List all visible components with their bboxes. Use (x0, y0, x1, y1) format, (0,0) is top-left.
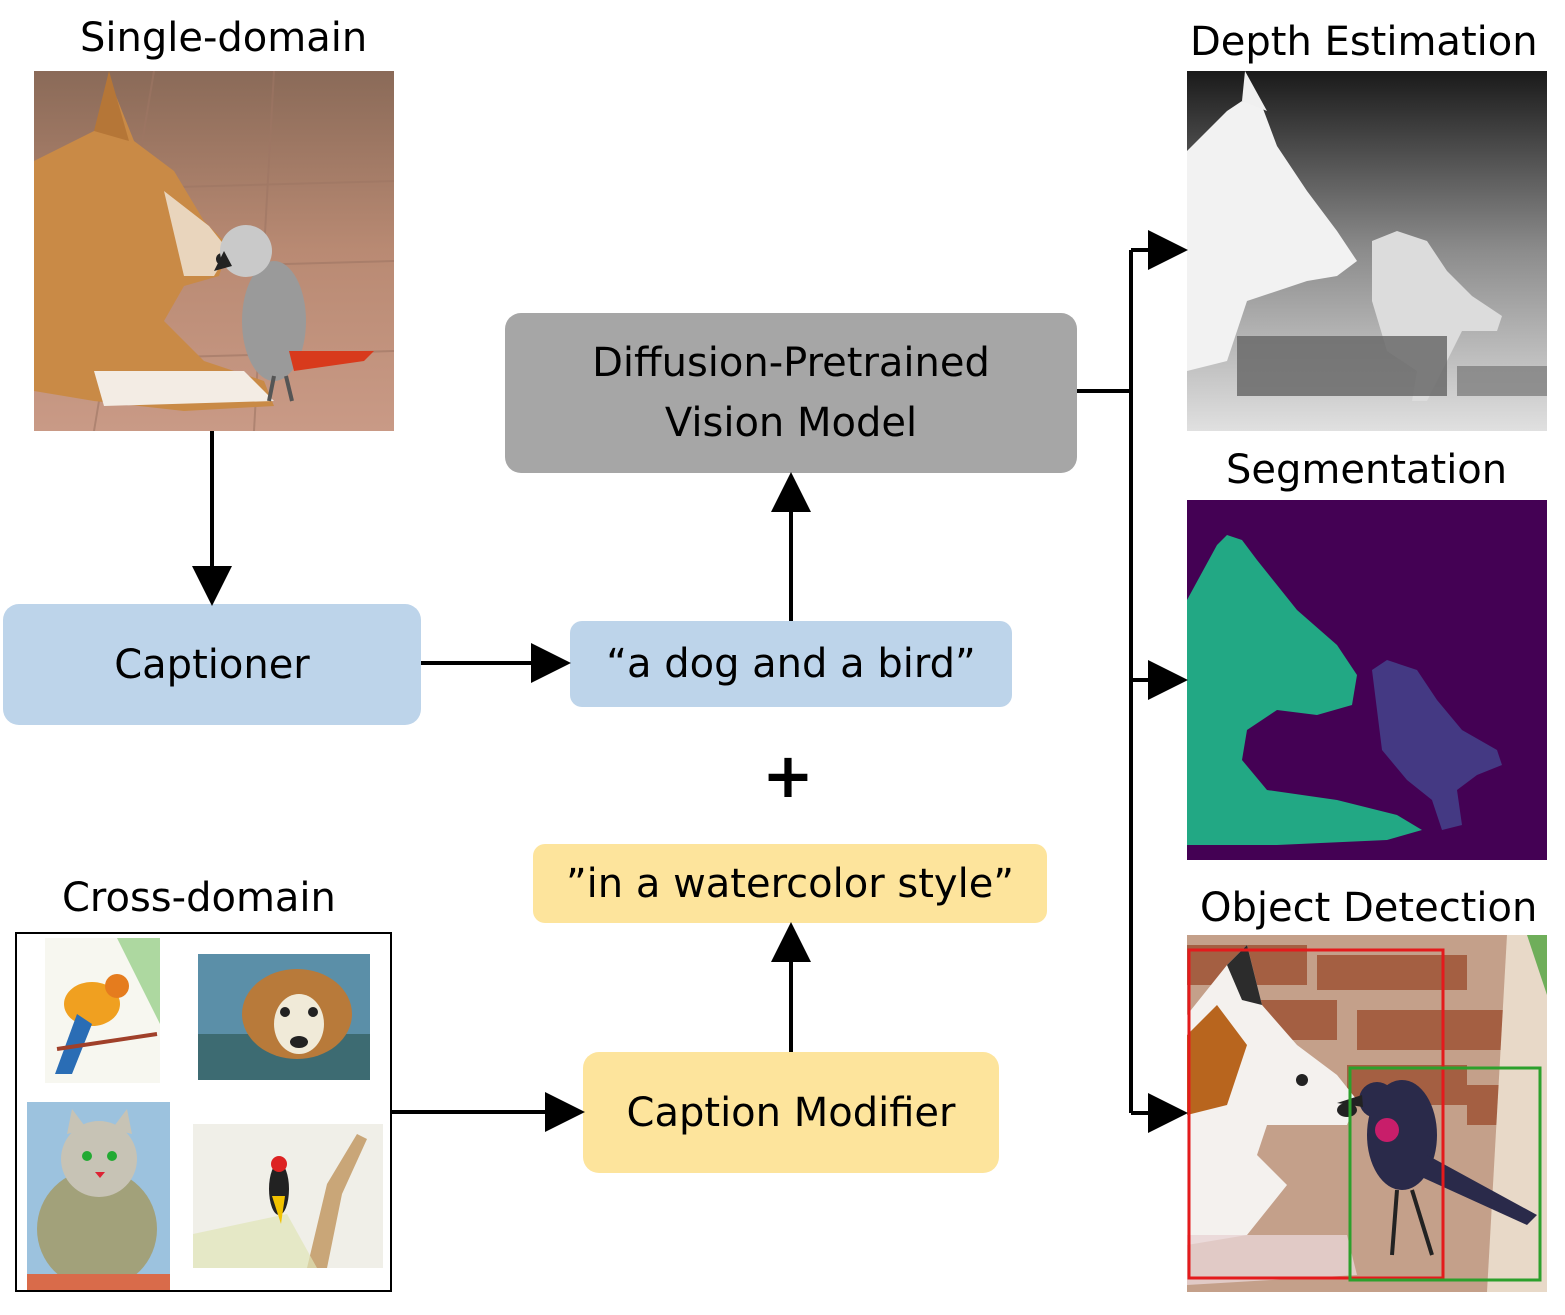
caption-text: “a dog and a bird” (606, 641, 976, 687)
vision-model-label-line1: Diffusion-Pretrained (592, 340, 990, 386)
painted-cat-thumb (27, 1102, 170, 1290)
depth-estimation-output (1187, 71, 1547, 431)
single-domain-photo (34, 71, 394, 431)
seg-dog-mask (1187, 535, 1422, 845)
cross-domain-label: Cross-domain (62, 875, 336, 921)
painted-dog-thumb (198, 954, 370, 1080)
caption-text-box: “a dog and a bird” (570, 621, 1012, 707)
woodpecker-thumb (193, 1124, 383, 1268)
object-detection-label: Object Detection (1200, 885, 1538, 931)
caption-modifier-label: Caption Modifier (626, 1089, 956, 1136)
cross-domain-collage (15, 932, 392, 1292)
plus-sign: + (762, 739, 814, 812)
detection-box-dog (1187, 948, 1445, 1280)
caption-modifier-box: Caption Modifier (583, 1052, 999, 1173)
single-domain-label: Single-domain (80, 15, 368, 61)
style-text-box: ”in a watercolor style” (533, 844, 1047, 923)
captioner-label: Captioner (114, 641, 310, 688)
segmentation-output (1187, 500, 1547, 860)
watercolor-bird-thumb (45, 938, 160, 1083)
object-detection-output (1187, 935, 1547, 1292)
segmentation-label: Segmentation (1226, 447, 1508, 493)
depth-estimation-label: Depth Estimation (1190, 19, 1538, 65)
captioner-box: Captioner (3, 604, 421, 725)
style-text: ”in a watercolor style” (565, 860, 1015, 907)
vision-model-label-line2: Vision Model (664, 400, 918, 446)
seg-bird-mask (1372, 660, 1502, 830)
vision-model-box: Diffusion-Pretrained Vision Model (505, 313, 1077, 473)
detection-box-bird (1348, 1066, 1542, 1282)
